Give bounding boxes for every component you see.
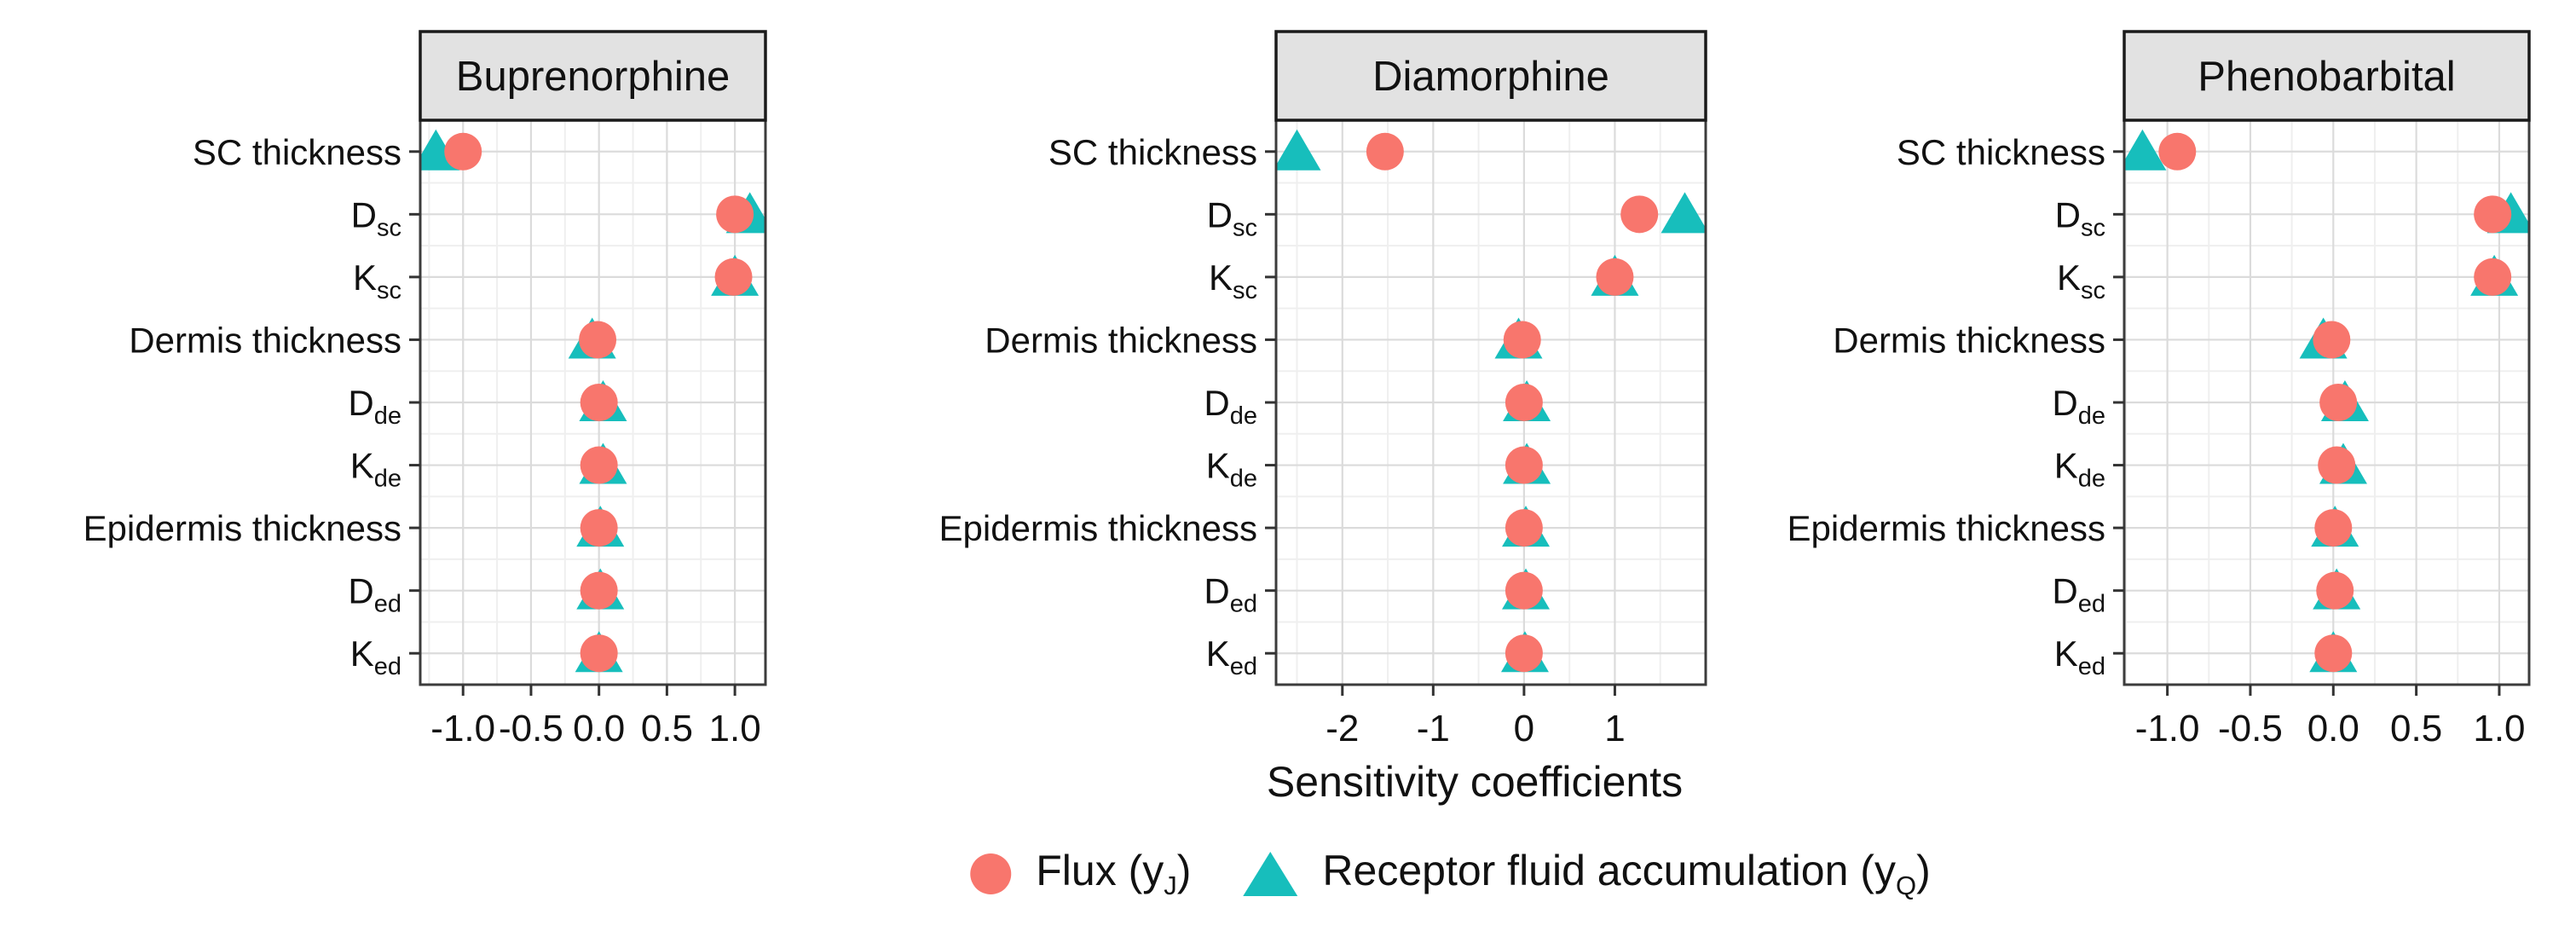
y-category-label: Dsc	[351, 194, 401, 241]
facet-title: Diamorphine	[1372, 54, 1609, 100]
y-category-label: Kde	[1206, 446, 1257, 493]
flux-circle-icon	[970, 853, 1012, 894]
flux-marker	[1366, 132, 1404, 171]
flux-marker	[580, 384, 618, 421]
y-category-label: Ked	[1206, 633, 1257, 680]
facet-strip	[1274, 30, 1707, 122]
y-category-label: Dermis thickness	[1833, 320, 2105, 360]
y-category-label: SC thickness	[1048, 132, 1257, 172]
flux-marker	[579, 321, 617, 359]
receptor-marker	[2124, 129, 2167, 171]
facet-title: Buprenorphine	[456, 54, 730, 100]
y-category-label: Epidermis thickness	[939, 508, 1257, 548]
x-tick-label: 1.0	[2473, 708, 2525, 749]
marker-layer	[2124, 129, 2529, 673]
x-tick-label: -1.0	[430, 708, 495, 749]
y-category-label: Epidermis thickness	[1788, 508, 2105, 548]
x-tick-label: 0.0	[573, 708, 625, 749]
facet-panel: Diamorphine -2 -1 0 1 SC thicknessDscKscDermi…	[939, 30, 1707, 749]
flux-marker	[2474, 257, 2512, 296]
y-category-label: Ded	[348, 571, 401, 618]
y-category-label: SC thickness	[193, 132, 401, 172]
y-category-label: Epidermis thickness	[84, 508, 401, 548]
y-category-label: Ksc	[353, 257, 401, 304]
marker-layer	[420, 129, 765, 673]
marker-layer	[1276, 129, 1706, 673]
x-tick-label: -0.5	[2218, 708, 2283, 749]
flux-marker	[2318, 446, 2356, 484]
flux-marker	[580, 509, 618, 547]
x-tick-label: -1.0	[2135, 708, 2200, 749]
y-category-label: Dermis thickness	[985, 320, 1257, 360]
flux-marker	[714, 257, 753, 296]
y-category-label: Ded	[1204, 571, 1257, 618]
y-category-label: Dde	[1204, 383, 1257, 430]
y-category-label: Dermis thickness	[129, 320, 401, 360]
y-category-label: Ksc	[2057, 257, 2105, 304]
x-tick-label: 0.5	[2390, 708, 2442, 749]
flux-marker	[2319, 384, 2358, 421]
flux-marker	[1503, 321, 1541, 359]
flux-marker	[1505, 571, 1543, 610]
flux-marker	[2314, 634, 2353, 673]
receptor-marker	[1276, 129, 1321, 171]
flux-marker	[2314, 509, 2353, 547]
flux-marker	[1620, 195, 1659, 234]
y-category-label: Dsc	[2055, 194, 2105, 241]
x-tick-label: 1.0	[709, 708, 761, 749]
y-category-label: Kde	[350, 446, 401, 493]
flux-marker	[2313, 321, 2351, 359]
facet-panel: Phenobarbital -1.0 -0.5 0.0 0.5 1.0 SC thickne…	[1788, 30, 2531, 749]
y-category-label: Kde	[2054, 446, 2105, 493]
y-category-label: SC thickness	[1897, 132, 2105, 172]
flux-marker	[580, 634, 618, 673]
legend-label-receptor: Receptor fluid accumulation (yQ)	[1322, 847, 1931, 900]
y-category-label: Dsc	[1207, 194, 1257, 241]
flux-marker	[2316, 571, 2354, 610]
flux-marker	[444, 132, 482, 171]
flux-marker	[1505, 634, 1543, 673]
legend-item-flux: Flux (yJ)	[967, 846, 1191, 901]
facet-strip	[419, 30, 767, 122]
legend-label-flux: Flux (yJ)	[1036, 847, 1192, 900]
flux-marker	[2158, 132, 2197, 171]
facet-strip	[2123, 30, 2531, 122]
x-tick-label: 1	[1604, 708, 1625, 749]
receptor-triangle-icon	[1243, 851, 1298, 896]
y-category-label: Ded	[2052, 571, 2105, 618]
legend: Flux (yJ) Receptor fluid accumulation (y…	[967, 846, 1931, 901]
x-tick-label: -2	[1326, 708, 1359, 749]
flux-marker	[1505, 384, 1543, 421]
y-category-label: Ked	[2054, 633, 2105, 680]
y-category-label: Ksc	[1209, 257, 1257, 304]
flux-marker	[1505, 446, 1543, 484]
flux-marker	[580, 446, 618, 484]
x-tick-label: -0.5	[499, 708, 563, 749]
flux-marker	[580, 571, 618, 610]
x-tick-label: 0.0	[2307, 708, 2359, 749]
legend-item-receptor: Receptor fluid accumulation (yQ)	[1240, 846, 1931, 901]
x-tick-label: 0.5	[641, 708, 693, 749]
flux-marker	[716, 195, 754, 234]
x-tick-label: 0	[1514, 708, 1534, 749]
flux-marker	[1505, 509, 1543, 547]
flux-marker	[1596, 257, 1634, 296]
x-axis-title: Sensitivity coefficients	[1266, 758, 1684, 806]
y-category-label: Ked	[350, 633, 401, 680]
receptor-marker	[1661, 192, 1706, 234]
y-category-label: Dde	[348, 383, 401, 430]
x-tick-label: -1	[1417, 708, 1450, 749]
flux-marker	[2474, 195, 2512, 234]
y-category-label: Dde	[2052, 383, 2105, 430]
facet-title: Phenobarbital	[2198, 54, 2455, 100]
